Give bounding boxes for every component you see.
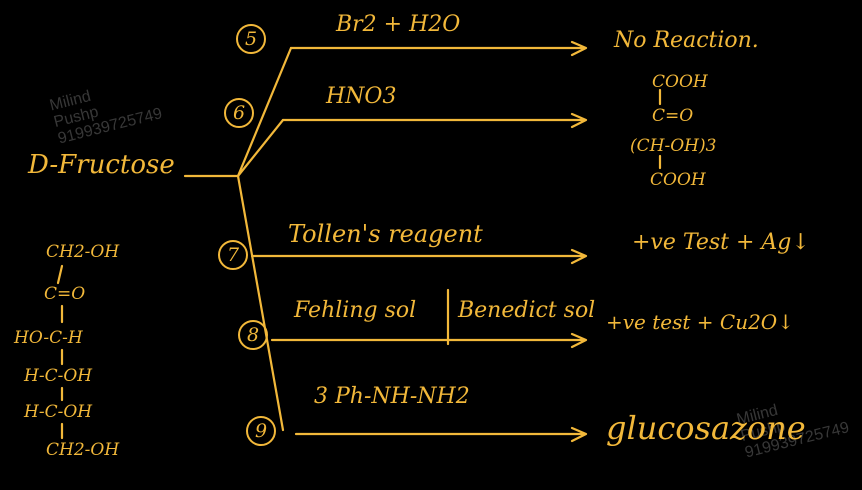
- reagent-label: Fehling sol: [294, 298, 417, 323]
- structure-line: CH2-OH: [46, 242, 120, 262]
- product-line: COOH: [652, 72, 708, 92]
- reagent-label: HNO3: [326, 84, 397, 109]
- reagent-label: 3 Ph-NH-NH2: [314, 384, 470, 409]
- product-label: No Reaction.: [614, 28, 759, 53]
- reaction-number: 6: [224, 98, 254, 128]
- branch-up: [236, 46, 293, 178]
- product-line: (CH-OH)3: [630, 136, 717, 156]
- arrow-5: [289, 40, 588, 57]
- product-line: C=O: [652, 106, 694, 126]
- structure-line: C=O: [44, 284, 86, 304]
- arrow-8: [270, 332, 588, 349]
- structure-line: CH2-OH: [46, 440, 120, 460]
- reactant-label: D-Fructose: [28, 150, 175, 180]
- structure-line: H-C-OH: [24, 402, 93, 422]
- product-label: glucosazone: [606, 409, 806, 447]
- structure-line: HO-C-H: [14, 328, 83, 348]
- product-label: +ve Test + Ag↓: [632, 230, 810, 255]
- arrow-7: [250, 248, 588, 265]
- reagent-label: Tollen's reagent: [288, 220, 483, 248]
- reaction-number: 7: [218, 240, 248, 270]
- arrow-9: [294, 426, 588, 443]
- structure-line: H-C-OH: [24, 366, 93, 386]
- arrow-6: [281, 112, 588, 129]
- bond: [56, 264, 64, 285]
- reaction-number: 9: [246, 416, 276, 446]
- reagent-label: Br2 + H2O: [336, 12, 461, 37]
- reagent-label: Benedict sol: [458, 298, 596, 323]
- branch-down: [236, 174, 285, 432]
- product-label: +ve test + Cu2O↓: [606, 310, 794, 334]
- reaction-number: 5: [236, 24, 266, 54]
- product-line: COOH: [650, 170, 706, 190]
- branch-mid: [236, 118, 285, 178]
- reaction-number: 8: [238, 320, 268, 350]
